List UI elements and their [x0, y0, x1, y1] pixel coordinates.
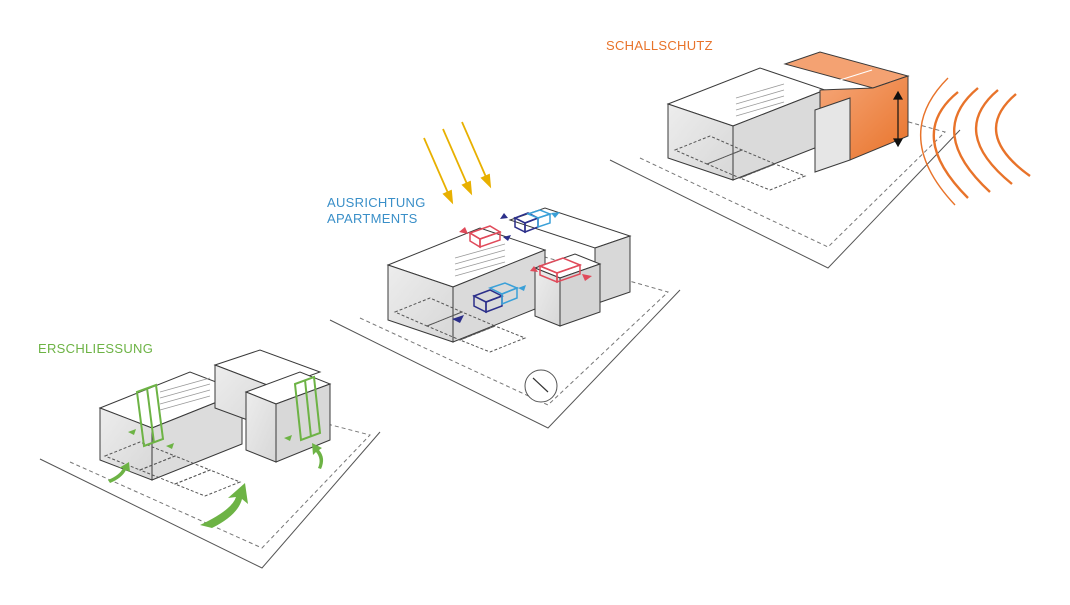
model-ausrichtung: [329, 121, 681, 429]
north-arrow-icon: [524, 369, 558, 403]
arrow-navy-2-icon: [500, 213, 508, 219]
arrow-red-south-icon: [530, 266, 538, 272]
label-erschliessung: ERSCHLIESSUNG: [38, 341, 154, 356]
unit-blue-2: [488, 282, 519, 306]
site-line-erschliessung: [39, 431, 381, 569]
balcony-hatching-2: [454, 243, 506, 277]
balcony-hatching-1: [159, 377, 211, 411]
label-schallschutz: SCHALLSCHUTZ: [606, 38, 713, 53]
arrow-blue-2-icon: [518, 285, 526, 291]
pavilions-schallschutz: [673, 135, 807, 191]
entry-marker-1-icon: [128, 429, 136, 435]
unit-red-1: [468, 225, 502, 249]
access-arrows: [108, 429, 324, 528]
entry-marker-2-icon: [166, 443, 174, 449]
building-u-shape-3: [666, 67, 827, 181]
access-arrow-right-icon: [312, 443, 324, 469]
access-arrow-left-icon: [108, 462, 130, 483]
arrow-navy-1-icon: [503, 235, 511, 241]
sun-rays: [423, 121, 492, 205]
building-block-left: [98, 371, 244, 481]
model-erschliessung: [39, 349, 381, 569]
site-dashed-schallschutz: [639, 91, 946, 248]
building-right-block: [533, 253, 602, 327]
building-u-shape: [386, 227, 547, 343]
building-block-right: [244, 371, 332, 463]
height-arrow-icon: [892, 90, 904, 148]
site-line-schallschutz: [609, 129, 961, 269]
unit-red-2: [537, 257, 583, 284]
model-schallschutz: [609, 51, 1031, 269]
noise-shield-wing: [783, 51, 910, 173]
label-ausrichtung-line1: AUSRICHTUNG: [327, 195, 426, 210]
circulation-frames: [135, 375, 322, 448]
pavilions-ausrichtung: [393, 297, 527, 353]
site-dashed-erschliessung: [69, 394, 371, 549]
label-ausrichtung-apartments: AUSRICHTUNG APARTMENTS: [327, 195, 426, 227]
orientation-arrows: [452, 212, 592, 323]
arrow-red-west-icon: [459, 227, 468, 234]
arrow-blue-1-icon: [551, 212, 560, 218]
sound-waves-icon: [919, 77, 1031, 206]
unit-blue-1: [525, 209, 553, 229]
apartment-units: [468, 209, 583, 314]
site-line-ausrichtung: [329, 289, 681, 429]
label-ausrichtung-line2: APARTMENTS: [327, 211, 418, 226]
balcony-hatching-3: [735, 83, 785, 117]
arrow-navy-3-icon: [452, 315, 464, 323]
arrow-red-east-icon: [582, 274, 592, 281]
main-access-arrow-icon: [200, 483, 248, 528]
entry-marker-3-icon: [284, 435, 292, 441]
